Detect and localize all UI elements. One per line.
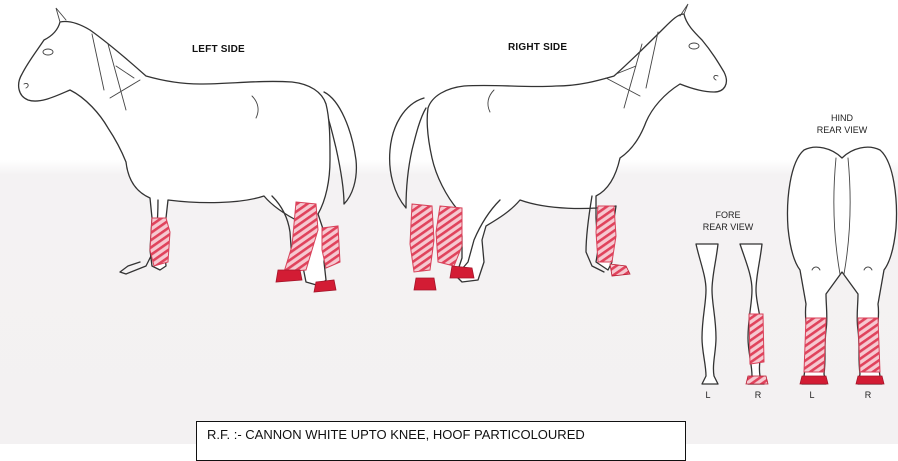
- right-horse-hind-far-cannon-marking: [436, 206, 462, 266]
- hind-rear-right-cannon-marking: [858, 318, 880, 372]
- hind-rear-right-label: R: [865, 390, 872, 400]
- right-horse-body: [427, 14, 726, 282]
- right-horse-hind-far-hoof: [450, 266, 474, 278]
- fore-rear-right-cannon-marking: [749, 314, 764, 364]
- hind-rear-left-hoof: [800, 376, 828, 384]
- hind-rear-view-heading-line1: HIND: [831, 113, 853, 123]
- fore-rear-view-heading-line2: REAR VIEW: [703, 222, 754, 232]
- fore-rear-right-hoof-particoloured: [746, 376, 768, 384]
- hind-rear-left-label: L: [809, 390, 814, 400]
- fore-rear-right-label: R: [755, 390, 762, 400]
- right-horse-fore-cannon-marking: [596, 206, 616, 262]
- hind-rear-view-heading-line2: REAR VIEW: [817, 125, 868, 135]
- hind-rear-quarters: [788, 147, 897, 384]
- left-side-heading: LEFT SIDE: [192, 44, 245, 55]
- fore-rear-view: L R: [696, 244, 768, 400]
- left-horse-hind-near-marking: [322, 226, 340, 268]
- right-horse-hind-near-cannon-marking: [410, 204, 434, 272]
- left-side-horse: [19, 8, 357, 292]
- right-horse-tail: [390, 98, 426, 208]
- marking-description-caption: R.F. :- CANNON WHITE UPTO KNEE, HOOF PAR…: [196, 421, 686, 461]
- hind-rear-left-cannon-marking: [804, 318, 826, 372]
- right-side-heading: RIGHT SIDE: [508, 42, 567, 53]
- left-horse-body: [19, 21, 330, 286]
- right-horse-ear: [680, 4, 688, 16]
- fore-rear-left-leg: [696, 244, 718, 384]
- horse-markings-diagram: LEFT SIDE RIGHT SIDE FORE REAR VIEW HIND…: [0, 0, 898, 444]
- left-horse-hind-near-hoof: [314, 280, 336, 292]
- right-horse-fore-hoof-particoloured: [610, 264, 630, 276]
- hind-rear-view: L R: [788, 147, 897, 400]
- left-horse-ear: [56, 8, 66, 22]
- fore-rear-view-heading-line1: FORE: [715, 210, 740, 220]
- right-horse-hind-near-hoof: [414, 278, 436, 290]
- hind-rear-right-hoof: [856, 376, 884, 384]
- fore-rear-left-label: L: [705, 390, 710, 400]
- left-horse-hind-hoof: [276, 270, 302, 282]
- left-horse-fore-cannon-marking: [150, 218, 170, 266]
